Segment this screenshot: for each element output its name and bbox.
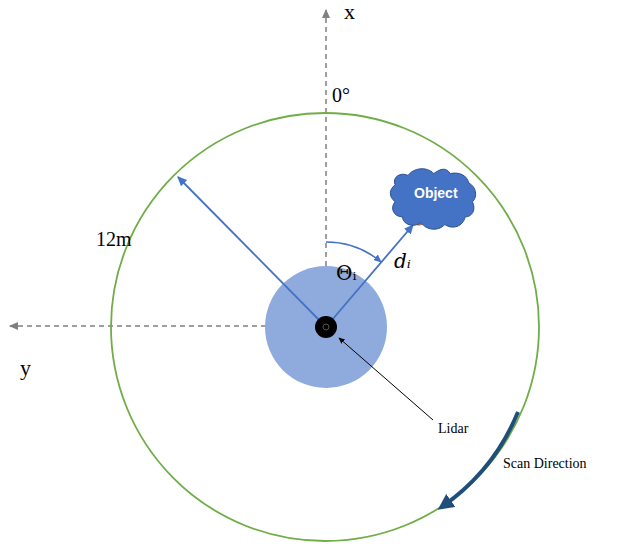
axis-label: y — [20, 356, 31, 380]
object-blob: Object — [386, 166, 478, 232]
object-label: Object — [414, 185, 458, 201]
leader-line — [339, 338, 433, 420]
object-outline — [390, 169, 475, 230]
angle-arc — [326, 242, 381, 262]
angle-zero-label: 0° — [332, 84, 350, 106]
distance-arrow — [326, 225, 413, 327]
scan-direction-label: Scan Direction — [503, 456, 587, 471]
lidar-sensor — [315, 316, 337, 338]
radius-arrow — [178, 177, 326, 327]
distance-label: dᵢ — [394, 250, 411, 272]
range-circle — [111, 113, 539, 541]
lidar-label: Lidar — [438, 421, 468, 436]
lidar-sensor-center — [323, 324, 329, 330]
range-label: 12m — [96, 228, 132, 250]
axis-label: x — [344, 0, 355, 24]
angle-label: Θᵢ — [336, 262, 356, 284]
